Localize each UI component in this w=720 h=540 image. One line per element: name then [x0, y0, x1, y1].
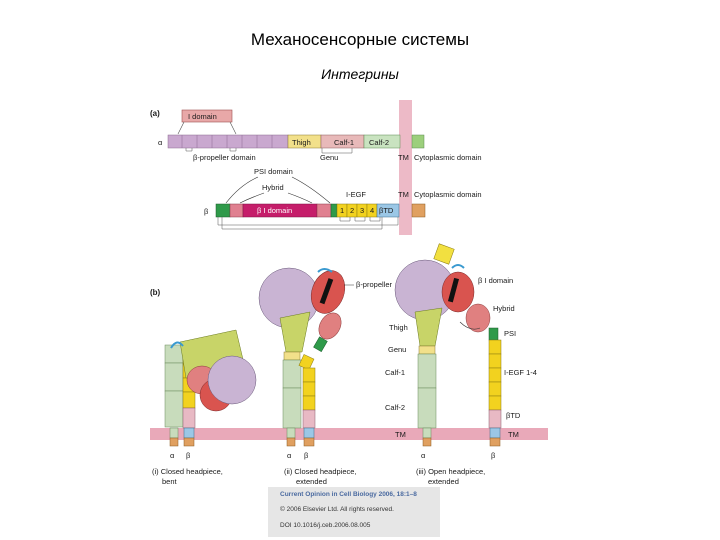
alpha-cyto-segment — [411, 134, 425, 149]
panel-a-label: (a) — [150, 109, 160, 118]
alpha-symbol-b3: α — [421, 451, 426, 460]
beta-propeller-label-b: β-propeller — [356, 280, 392, 289]
membrane-band-b — [150, 428, 548, 440]
source-doi: DOI 10.1016/j.ceb.2006.08.005 — [280, 522, 371, 529]
caption-i-line1: (i) Closed headpiece, — [152, 467, 223, 476]
btd-label-b: βTD — [506, 411, 521, 420]
caption-iii-line1: (iii) Open headpiece, — [416, 467, 485, 476]
page-title: Механосенсорные системы — [250, 30, 470, 49]
hybrid-segment-a-right — [316, 203, 332, 218]
caption-ii-line2: extended — [296, 477, 327, 486]
psi-label-b: PSI — [504, 329, 516, 338]
membrane-band-a — [399, 100, 412, 235]
calf2-label-a: Calf-2 — [369, 138, 389, 147]
alpha-symbol-b2: α — [287, 451, 292, 460]
beta-propeller-domain-label: β-propeller domain — [193, 153, 256, 162]
beta-symbol-a: β — [204, 207, 209, 216]
panel-b-label: (b) — [150, 288, 161, 297]
btd-label-a: βTD — [379, 206, 394, 215]
integrin-open-extended — [394, 243, 502, 447]
genu-label-b: Genu — [388, 345, 406, 354]
iegf-label-a: I-EGF — [346, 190, 366, 199]
cytoplasmic-domain-label-a2: Cytoplasmic domain — [414, 190, 482, 199]
source-copyright: © 2006 Elsevier Ltd. All rights reserved… — [280, 506, 394, 513]
calf2-label-b: Calf-2 — [385, 403, 405, 412]
hybrid-segment-a-left — [229, 203, 244, 218]
alpha-symbol-b1: α — [170, 451, 175, 460]
beta-symbol-b3: β — [491, 451, 496, 460]
beta-i-domain-label-b: β I domain — [478, 276, 513, 285]
egf-num-3: 3 — [360, 206, 364, 215]
caption-ii-line1: (ii) Closed headpiece, — [284, 467, 357, 476]
egf-num-1: 1 — [340, 206, 344, 215]
integrin-bent — [164, 329, 257, 447]
calf2-segment-a — [363, 134, 401, 149]
cytoplasmic-domain-label-a1: Cytoplasmic domain — [414, 153, 482, 162]
page-subtitle: Интегрины — [321, 66, 399, 82]
beta-cyto-segment — [411, 203, 426, 218]
i-domain-label: I domain — [188, 112, 217, 121]
beta-i-label-a: β I domain — [257, 206, 292, 215]
calf1-label-a: Calf-1 — [334, 138, 354, 147]
i-domain-box — [181, 109, 233, 123]
calf1-label-b: Calf-1 — [385, 368, 405, 377]
source-journal: Current Opinion in Cell Biology 2006, 18… — [280, 491, 417, 498]
iegf14-label-b: I-EGF 1-4 — [504, 368, 537, 377]
tm-label-b2: TM — [508, 430, 519, 439]
caption-i-line2: bent — [162, 477, 178, 486]
thigh-label-a: Thigh — [292, 138, 311, 147]
tm-label-a2: TM — [398, 190, 409, 199]
tm-label-a1: TM — [398, 153, 409, 162]
hybrid-label-b: Hybrid — [493, 304, 515, 313]
source-box — [268, 487, 440, 537]
hybrid-label-a: Hybrid — [262, 183, 284, 192]
egf-num-2: 2 — [350, 206, 354, 215]
caption-iii-line2: extended — [428, 477, 459, 486]
btd-segment-a — [376, 203, 400, 218]
thigh-label-b: Thigh — [389, 323, 408, 332]
integrin-closed-extended — [258, 267, 346, 447]
egf-num-4: 4 — [370, 206, 374, 215]
genu-label-a: Genu — [320, 153, 338, 162]
alpha-symbol-a: α — [158, 138, 163, 147]
psi-domain-label-a: PSI domain — [254, 167, 293, 176]
beta-symbol-b1: β — [186, 451, 191, 460]
tm-label-b1: TM — [395, 430, 406, 439]
psi-segment-a — [215, 203, 231, 218]
beta-chain — [215, 203, 426, 218]
alpha-chain — [167, 134, 425, 149]
beta-symbol-b2: β — [304, 451, 309, 460]
